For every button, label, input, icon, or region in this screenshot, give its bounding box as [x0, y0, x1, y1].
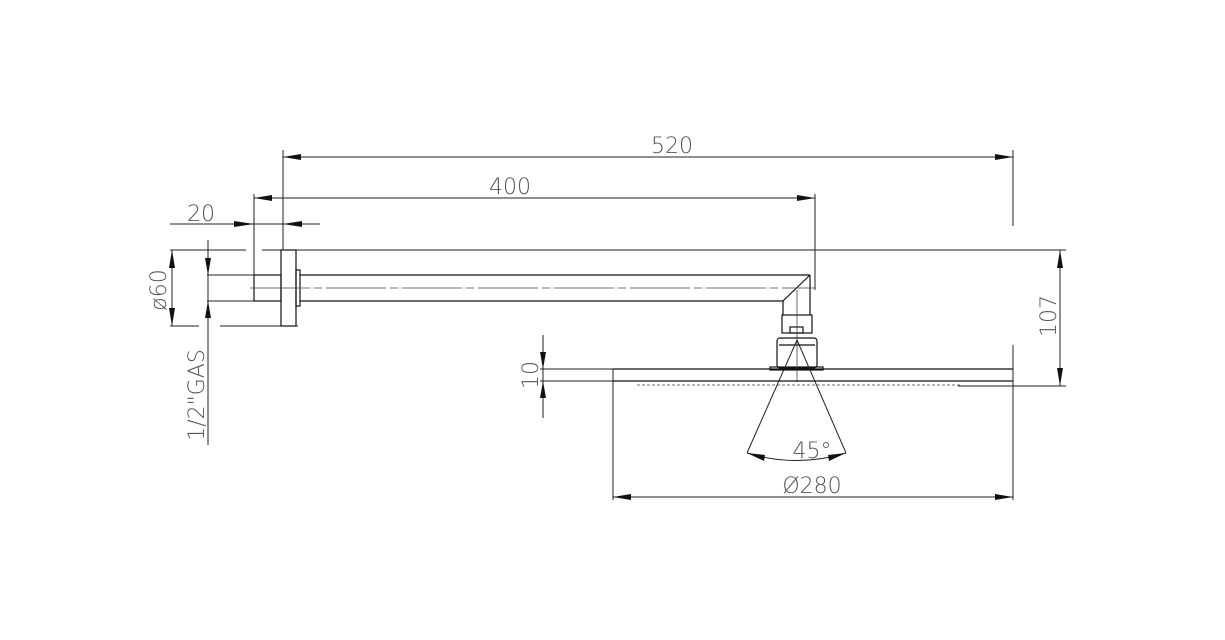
thread-label: 1/2"GAS	[185, 349, 210, 441]
dim-60-label: ø60	[147, 269, 172, 310]
shower-arm	[250, 274, 815, 315]
angle-label: 45°	[793, 439, 832, 464]
dimension-60: ø60	[147, 249, 1066, 327]
dim-280-label: Ø280	[782, 474, 841, 499]
dimension-400: 400	[253, 175, 816, 290]
dimension-20: 20	[170, 202, 320, 227]
dimension-520: 520	[282, 134, 1014, 250]
dimension-280: Ø280	[613, 474, 1013, 500]
spray-angle: 45°	[746, 339, 847, 464]
dim-107-label: 107	[1037, 295, 1062, 337]
dim-520-label: 520	[651, 134, 693, 159]
dimension-107: 107	[958, 250, 1066, 387]
shower-head	[612, 345, 1014, 500]
dimension-thread: 1/2"GAS	[185, 240, 255, 445]
dimension-10: 10	[519, 335, 613, 418]
dim-400-label: 400	[489, 175, 531, 200]
dim-20-label: 20	[187, 202, 215, 227]
dim-10-label: 10	[519, 361, 544, 389]
ball-joint	[769, 290, 824, 382]
